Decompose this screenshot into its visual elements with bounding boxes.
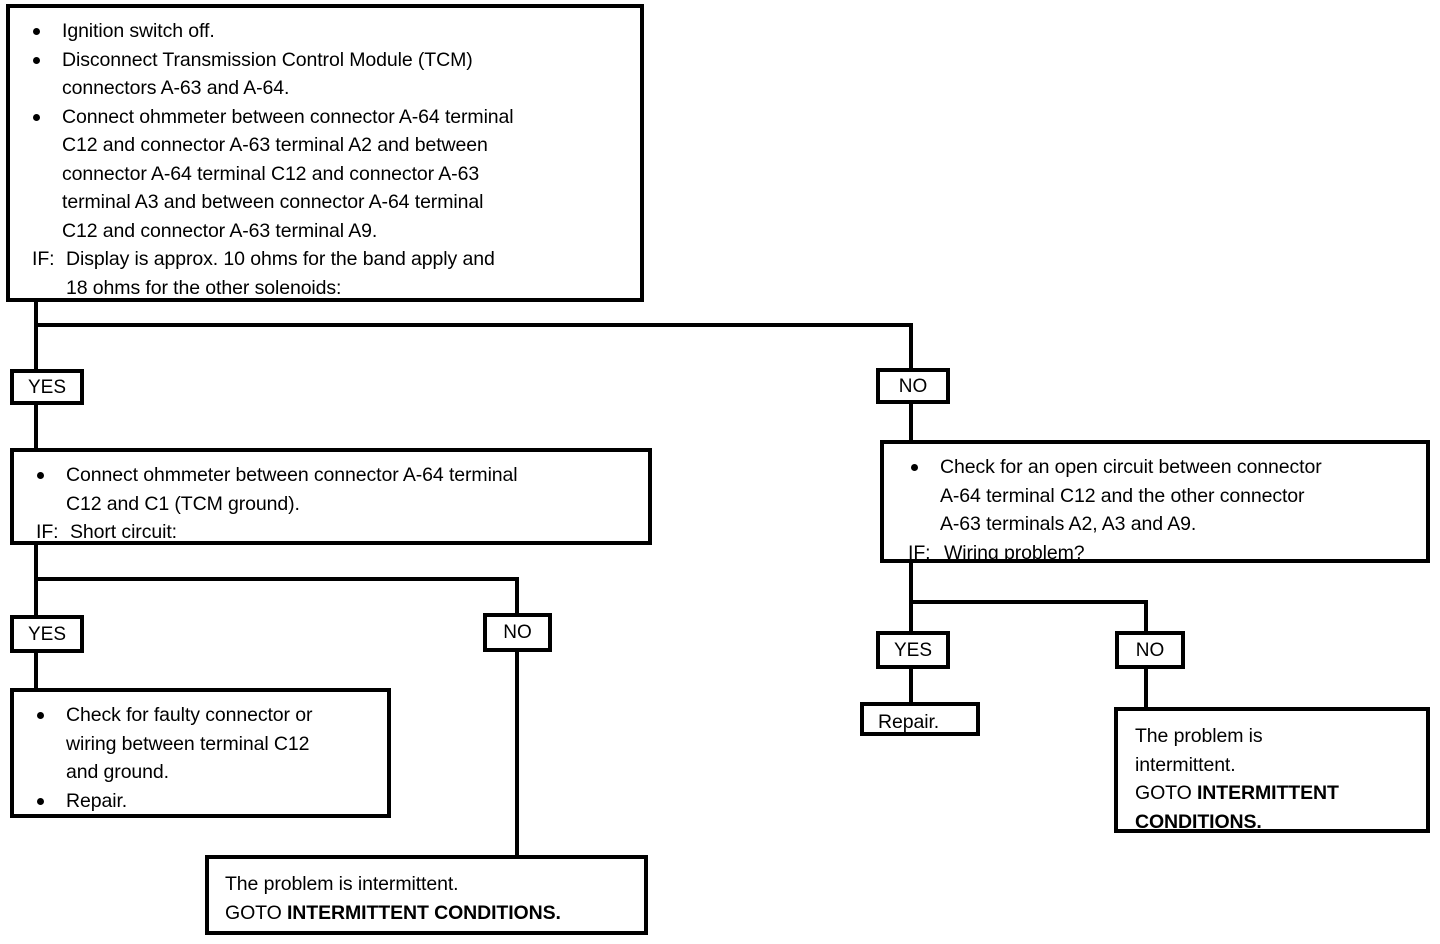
- bullet-dot-icon: [37, 797, 44, 805]
- connector-line: [909, 323, 913, 371]
- if-label: IF:: [36, 521, 59, 543]
- node-center-intermittent: The problem is intermittent. GOTO INTERM…: [205, 855, 648, 935]
- connector-line: [1144, 600, 1148, 633]
- decision-no-top[interactable]: NO: [876, 368, 950, 404]
- connector-line: [909, 669, 913, 702]
- bullet-item: Disconnect Transmission Control Module (…: [24, 46, 630, 103]
- connector-line: [515, 577, 519, 615]
- connector-line: [515, 652, 519, 857]
- bullet-item: Ignition switch off.: [24, 17, 630, 46]
- if-line: Wiring problem?: [944, 541, 1085, 564]
- bullet-line: A-64 terminal C12 and the other connecto…: [940, 484, 1305, 507]
- bullet-line: Ignition switch off.: [62, 20, 215, 42]
- connector-line: [1144, 669, 1148, 707]
- connector-line: [909, 563, 913, 633]
- bullet-line: wiring between terminal C12: [66, 732, 310, 755]
- bullet-line: Disconnect Transmission Control Module (…: [62, 48, 473, 71]
- bullet-item: Check for an open circuit between connec…: [900, 453, 1416, 539]
- decision-yes-right[interactable]: YES: [876, 631, 950, 669]
- bullet-line: terminal A3 and between connector A-64 t…: [62, 191, 484, 213]
- goto-target: INTERMITTENT: [1196, 782, 1339, 804]
- decision-yes-top[interactable]: YES: [10, 369, 84, 405]
- goto-prefix: GOTO: [225, 901, 287, 924]
- connector-line: [34, 577, 519, 581]
- bullet-line: connectors A-63 and A-64.: [62, 77, 290, 99]
- connector-line: [34, 653, 38, 688]
- bullet-line: C12 and C1 (TCM ground).: [66, 492, 300, 515]
- goto-line: GOTO INTERMITTENT: [1135, 779, 1416, 808]
- bullet-line: C12 and connector A-63 terminal A2 and b…: [62, 134, 488, 156]
- node-start-test: Ignition switch off. Disconnect Transmis…: [6, 4, 644, 302]
- bullet-dot-icon: [33, 56, 40, 64]
- if-condition: IF: Short circuit:: [28, 518, 638, 547]
- bullet-dot-icon: [37, 472, 44, 479]
- bullet-item: Connect ohmmeter between connector A-64 …: [24, 103, 630, 246]
- result-line: The problem is intermittent.: [225, 873, 459, 895]
- decision-label: YES: [893, 639, 933, 661]
- bullet-line: connector A-64 terminal C12 and connecto…: [62, 162, 480, 185]
- goto-prefix: GOTO: [1135, 782, 1197, 804]
- connector-line: [909, 600, 1148, 604]
- decision-label: NO: [1135, 639, 1165, 661]
- if-label: IF:: [32, 248, 55, 270]
- bullet-line: and ground.: [66, 761, 169, 783]
- goto-line: GOTO INTERMITTENT CONDITIONS.: [225, 899, 634, 928]
- decision-label: NO: [898, 375, 928, 397]
- bullet-line: C12 and connector A-63 terminal A9.: [62, 219, 378, 242]
- decision-label: NO: [503, 622, 532, 643]
- if-line: 18 ohms for the other solenoids:: [66, 276, 342, 299]
- bullet-dot-icon: [33, 28, 40, 35]
- decision-label: YES: [27, 376, 67, 398]
- goto-target: CONDITIONS.: [1135, 810, 1262, 833]
- connector-line: [34, 302, 38, 371]
- bullet-item: Connect ohmmeter between connector A-64 …: [28, 461, 638, 518]
- connector-line: [34, 323, 913, 327]
- node-right-repair: Repair.: [860, 702, 980, 736]
- connector-line: [34, 405, 38, 450]
- bullet-item: Check for faulty connector or wiring bet…: [28, 701, 377, 787]
- bullet-line: Connect ohmmeter between connector A-64 …: [62, 105, 514, 128]
- result-line: Repair.: [878, 711, 940, 733]
- bullet-line: Check for an open circuit between connec…: [940, 456, 1322, 478]
- goto-target: INTERMITTENT CONDITIONS.: [286, 901, 561, 924]
- bullet-dot-icon: [911, 464, 918, 471]
- bullet-line: Check for faulty connector or: [66, 704, 313, 726]
- node-left-short-test: Connect ohmmeter between connector A-64 …: [10, 448, 652, 545]
- goto-line-cont: CONDITIONS.: [1135, 808, 1416, 837]
- bullet-line: Connect ohmmeter between connector A-64 …: [66, 464, 518, 486]
- node-right-open-test: Check for an open circuit between connec…: [880, 440, 1430, 564]
- decision-no-right[interactable]: NO: [1115, 631, 1185, 669]
- node-left-repair-action: Check for faulty connector or wiring bet…: [10, 688, 391, 818]
- bullet-dot-icon: [33, 113, 40, 121]
- bullet-line: A-63 terminals A2, A3 and A9.: [940, 513, 1197, 535]
- if-condition: IF: Display is approx. 10 ohms for the b…: [24, 245, 630, 302]
- node-right-intermittent: The problem is intermittent. GOTO INTERM…: [1114, 707, 1430, 833]
- bullet-item: Repair.: [28, 787, 377, 816]
- decision-no-left[interactable]: NO: [483, 613, 552, 652]
- result-line: The problem is: [1135, 725, 1263, 747]
- result-line: intermittent.: [1135, 753, 1236, 776]
- if-line: Short circuit:: [70, 521, 177, 543]
- if-condition: IF: Wiring problem?: [900, 539, 1416, 568]
- if-label: IF:: [908, 541, 931, 564]
- connector-line: [909, 404, 913, 444]
- if-line: Display is approx. 10 ohms for the band …: [66, 248, 495, 270]
- decision-label: YES: [27, 623, 67, 645]
- bullet-line: Repair.: [66, 789, 128, 812]
- bullet-dot-icon: [37, 712, 44, 719]
- decision-yes-left[interactable]: YES: [10, 615, 84, 653]
